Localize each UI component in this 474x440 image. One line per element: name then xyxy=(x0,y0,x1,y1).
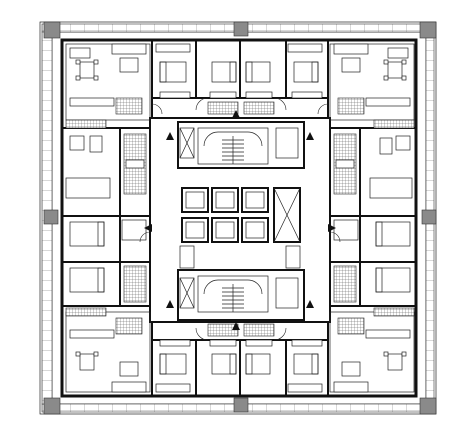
elevator-bank xyxy=(179,187,301,269)
bed xyxy=(69,267,105,293)
north-units xyxy=(151,40,329,118)
bed xyxy=(293,61,319,83)
central-core xyxy=(149,117,331,323)
column-e xyxy=(421,209,437,225)
south-stair-core xyxy=(177,269,305,321)
north-stair xyxy=(179,127,299,165)
bed xyxy=(245,61,271,83)
bed xyxy=(245,353,271,375)
unit-ne xyxy=(329,43,415,121)
bed xyxy=(375,267,411,293)
column-ne xyxy=(419,21,437,39)
east-units xyxy=(329,43,416,393)
unit-se xyxy=(329,311,415,393)
bathroom-tile xyxy=(243,101,275,115)
south-stair xyxy=(179,275,299,313)
column-sw xyxy=(43,397,61,415)
unit-sw xyxy=(65,311,151,393)
bed xyxy=(375,221,411,247)
column-se xyxy=(419,397,437,415)
bed xyxy=(211,353,237,375)
corridor-markers xyxy=(144,110,336,330)
bathroom-tile xyxy=(207,101,239,115)
bed xyxy=(211,61,237,83)
north-stair-core xyxy=(177,121,305,169)
unit-nw xyxy=(65,43,151,121)
bed xyxy=(69,221,105,247)
structural-columns xyxy=(43,21,437,415)
bed xyxy=(159,61,187,83)
west-units xyxy=(62,43,151,393)
south-units xyxy=(151,322,329,396)
column-nw xyxy=(43,21,61,39)
column-n xyxy=(233,21,249,37)
column-w xyxy=(43,209,59,225)
bathroom-tile xyxy=(243,323,275,337)
bed xyxy=(293,353,319,375)
column-s xyxy=(233,397,249,413)
bed xyxy=(159,353,187,375)
